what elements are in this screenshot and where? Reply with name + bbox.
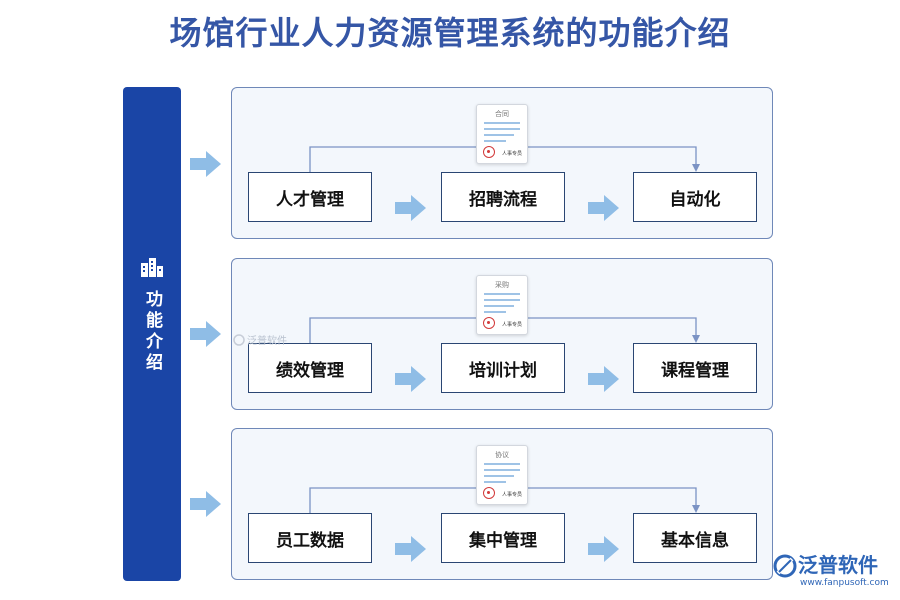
function-group-1: 合同 人事专员 人才管理 招聘流程 自动化 bbox=[231, 87, 773, 239]
document-signature: 人事专员 bbox=[502, 322, 523, 328]
node-performance-management: 绩效管理 bbox=[248, 343, 372, 393]
flow-arrow-icon bbox=[588, 536, 619, 562]
document-icon: 合同 人事专员 bbox=[476, 104, 528, 164]
document-icon: 采购 人事专员 bbox=[476, 275, 528, 335]
watermark-text: 泛普软件 bbox=[247, 336, 287, 347]
flow-arrow-icon bbox=[395, 536, 426, 562]
node-centralized-management: 集中管理 bbox=[441, 513, 565, 563]
function-group-3: 协议 人事专员 员工数据 集中管理 基本信息 bbox=[231, 428, 773, 580]
flow-arrow-icon bbox=[395, 195, 426, 221]
seal-icon bbox=[483, 146, 495, 158]
side-arrow-icon bbox=[190, 321, 221, 347]
sidebar-label: 功能介绍 bbox=[142, 290, 162, 374]
flow-arrow-icon bbox=[588, 195, 619, 221]
side-arrow-icon bbox=[190, 491, 221, 517]
document-title: 合同 bbox=[495, 110, 509, 118]
watermark-logo-icon bbox=[233, 333, 245, 346]
document-signature: 人事专员 bbox=[502, 492, 523, 498]
sidebar: 功能介绍 bbox=[123, 87, 181, 581]
node-course-management: 课程管理 bbox=[633, 343, 757, 393]
document-title: 采购 bbox=[495, 281, 509, 289]
building-icon bbox=[141, 258, 163, 277]
document-title: 协议 bbox=[495, 451, 509, 459]
document-signature: 人事专员 bbox=[502, 151, 523, 157]
seal-icon bbox=[483, 487, 495, 499]
node-talent-management: 人才管理 bbox=[248, 172, 372, 222]
brand-name: 泛普软件 bbox=[798, 553, 878, 577]
function-group-2: 采购 人事专员 绩效管理 培训计划 课程管理 bbox=[231, 258, 773, 410]
flow-arrow-icon bbox=[588, 366, 619, 392]
flow-arrow-icon bbox=[395, 366, 426, 392]
brand-logo-icon bbox=[773, 554, 797, 578]
node-employee-data: 员工数据 bbox=[248, 513, 372, 563]
brand-url: www.fanpusoft.com bbox=[800, 578, 889, 588]
watermark: 泛普软件 bbox=[233, 332, 287, 347]
brand-logo: 泛普软件 www.fanpusoft.com bbox=[772, 553, 889, 588]
node-automation: 自动化 bbox=[633, 172, 757, 222]
node-basic-information: 基本信息 bbox=[633, 513, 757, 563]
side-arrow-icon bbox=[190, 151, 221, 177]
node-recruitment-process: 招聘流程 bbox=[441, 172, 565, 222]
document-icon: 协议 人事专员 bbox=[476, 445, 528, 505]
seal-icon bbox=[483, 317, 495, 329]
node-training-plan: 培训计划 bbox=[441, 343, 565, 393]
page-title: 场馆行业人力资源管理系统的功能介绍 bbox=[169, 14, 731, 52]
